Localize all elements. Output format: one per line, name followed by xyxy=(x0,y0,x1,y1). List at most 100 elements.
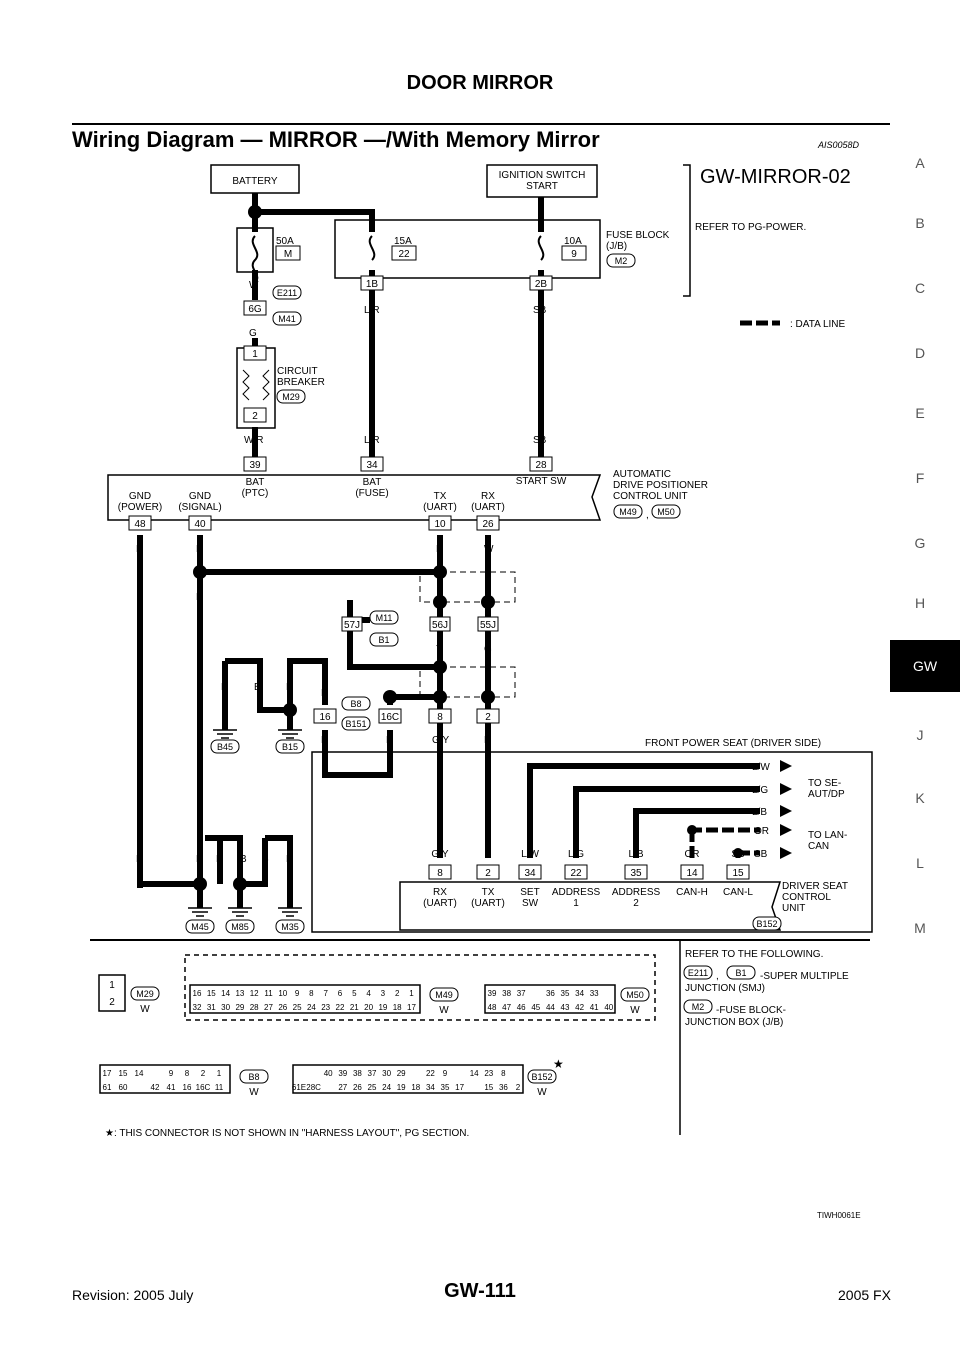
m49-pin: 2 xyxy=(395,989,400,998)
diagram-label: B xyxy=(196,544,203,555)
connector-oval xyxy=(275,919,305,934)
driver-seat-unit-label: UNIT xyxy=(782,903,805,914)
m50-pin: 42 xyxy=(575,1003,584,1012)
side-index-l[interactable]: L xyxy=(916,855,924,871)
diagram-label: SB xyxy=(754,849,768,860)
connector-id: B151 xyxy=(345,719,366,729)
diagram-label: B xyxy=(216,854,223,865)
diagram-label: ★ xyxy=(553,1057,564,1071)
diagram-label: L/R xyxy=(364,435,380,446)
dsc-pin-label: RX xyxy=(433,887,447,898)
pin-box xyxy=(243,407,267,423)
m49-pin: 25 xyxy=(293,1003,302,1012)
m49-pin: 18 xyxy=(393,1003,402,1012)
dsc-pin-label: TX xyxy=(482,887,495,898)
connector-id: M41 xyxy=(278,314,296,324)
pin-number: 34 xyxy=(366,460,378,471)
m50-pin: 34 xyxy=(575,989,584,998)
side-index-h[interactable]: H xyxy=(914,595,926,611)
diagram-label: B xyxy=(321,688,328,699)
ignition-label: START xyxy=(526,181,558,192)
pin-number: 55J xyxy=(480,620,496,631)
m50-pin: 47 xyxy=(502,1003,511,1012)
pin-number: 56J xyxy=(432,620,448,631)
pin-box xyxy=(378,708,402,724)
m49-pin: 7 xyxy=(323,989,328,998)
b152-pin: 28C xyxy=(306,1083,321,1092)
to-lan-label: TO LAN- xyxy=(808,830,847,841)
side-index-j[interactable]: J xyxy=(916,727,924,743)
adp-unit-label: AUTOMATIC xyxy=(613,469,671,480)
diagram-label: -FUSE BLOCK- xyxy=(716,1005,786,1016)
pin-number: 2B xyxy=(535,279,548,290)
b152-pin: 19 xyxy=(397,1083,406,1092)
pin-box xyxy=(564,864,588,880)
diagram-label: , xyxy=(716,971,719,982)
b152-pin: 61E xyxy=(292,1083,306,1092)
diagram-label: (FUSE) xyxy=(355,488,388,499)
side-index-k[interactable]: K xyxy=(915,790,925,806)
side-index-a[interactable]: A xyxy=(915,155,925,171)
pin-number: 8 xyxy=(437,712,443,723)
pin-box xyxy=(476,864,500,880)
b8-pin: 1 xyxy=(217,1069,222,1078)
connector-id: M45 xyxy=(191,922,209,932)
m49-pin: 26 xyxy=(278,1003,287,1012)
figure-code: TIWH0061E xyxy=(817,1211,861,1220)
side-index-e[interactable]: E xyxy=(915,405,925,421)
diagram-label: (UART) xyxy=(423,502,457,513)
m50-pin: 35 xyxy=(561,989,570,998)
footnote: ★: THIS CONNECTOR IS NOT SHOWN IN "HARNE… xyxy=(105,1128,469,1139)
b8-pin: 61 xyxy=(103,1083,112,1092)
connector-id: M49 xyxy=(619,507,637,517)
side-index-d[interactable]: D xyxy=(914,345,926,361)
b152-pin: 38 xyxy=(353,1069,362,1078)
side-index-m[interactable]: M xyxy=(914,920,926,936)
b8-pin: 60 xyxy=(119,1083,128,1092)
connector-id: M85 xyxy=(231,922,249,932)
driver-seat-unit-label: DRIVER SEAT xyxy=(782,881,848,892)
diagram-label: (SIGNAL) xyxy=(178,502,221,513)
m50-pin: 43 xyxy=(561,1003,570,1012)
diagram-label: (PTC) xyxy=(242,488,269,499)
b8-pin: 17 xyxy=(103,1069,112,1078)
connector-oval xyxy=(726,965,756,980)
diagram-label: B xyxy=(321,735,328,746)
diagram-label: G/Y xyxy=(432,735,450,746)
m49-pin: 1 xyxy=(409,989,414,998)
b152-pin: 15 xyxy=(484,1083,493,1092)
m49-pin: 27 xyxy=(264,1003,273,1012)
m50-pin: 39 xyxy=(488,989,497,998)
dsc-pin-label: ADDRESS xyxy=(552,887,601,898)
pin-number: 8 xyxy=(437,868,443,879)
diagram-label: L/W xyxy=(752,762,770,773)
side-index-f[interactable]: F xyxy=(915,470,925,486)
b8-pin: 2 xyxy=(201,1069,206,1078)
connector-id: M50 xyxy=(626,990,644,1000)
battery-label: BATTERY xyxy=(232,176,278,187)
pin-box xyxy=(428,708,452,724)
side-index-gw[interactable]: GW xyxy=(890,640,960,692)
side-index-g[interactable]: G xyxy=(914,535,926,551)
m50-pin: 41 xyxy=(590,1003,599,1012)
b152-pin: 2 xyxy=(516,1083,521,1092)
diagram-label: B xyxy=(136,544,143,555)
connector-id: M2 xyxy=(615,256,628,266)
pin-box xyxy=(429,616,451,632)
diagram-label: B xyxy=(136,854,143,865)
diagram-label: 1 xyxy=(109,980,115,991)
connector-oval xyxy=(369,610,399,625)
pin-box xyxy=(188,515,212,531)
diagram-label: B xyxy=(196,854,203,865)
m49-pin: 22 xyxy=(336,1003,345,1012)
side-index-c[interactable]: C xyxy=(914,280,926,296)
b152-pin: 17 xyxy=(455,1083,464,1092)
b152-pin: 9 xyxy=(443,1069,448,1078)
connector-id: B152 xyxy=(531,1072,552,1082)
side-index-b[interactable]: B xyxy=(915,215,925,231)
diagram-label: SB xyxy=(533,305,547,316)
m50-pin: 44 xyxy=(546,1003,555,1012)
diagram-label: B xyxy=(196,592,203,603)
connector-oval xyxy=(651,504,681,519)
footer-page-number: GW-111 xyxy=(444,1280,516,1302)
